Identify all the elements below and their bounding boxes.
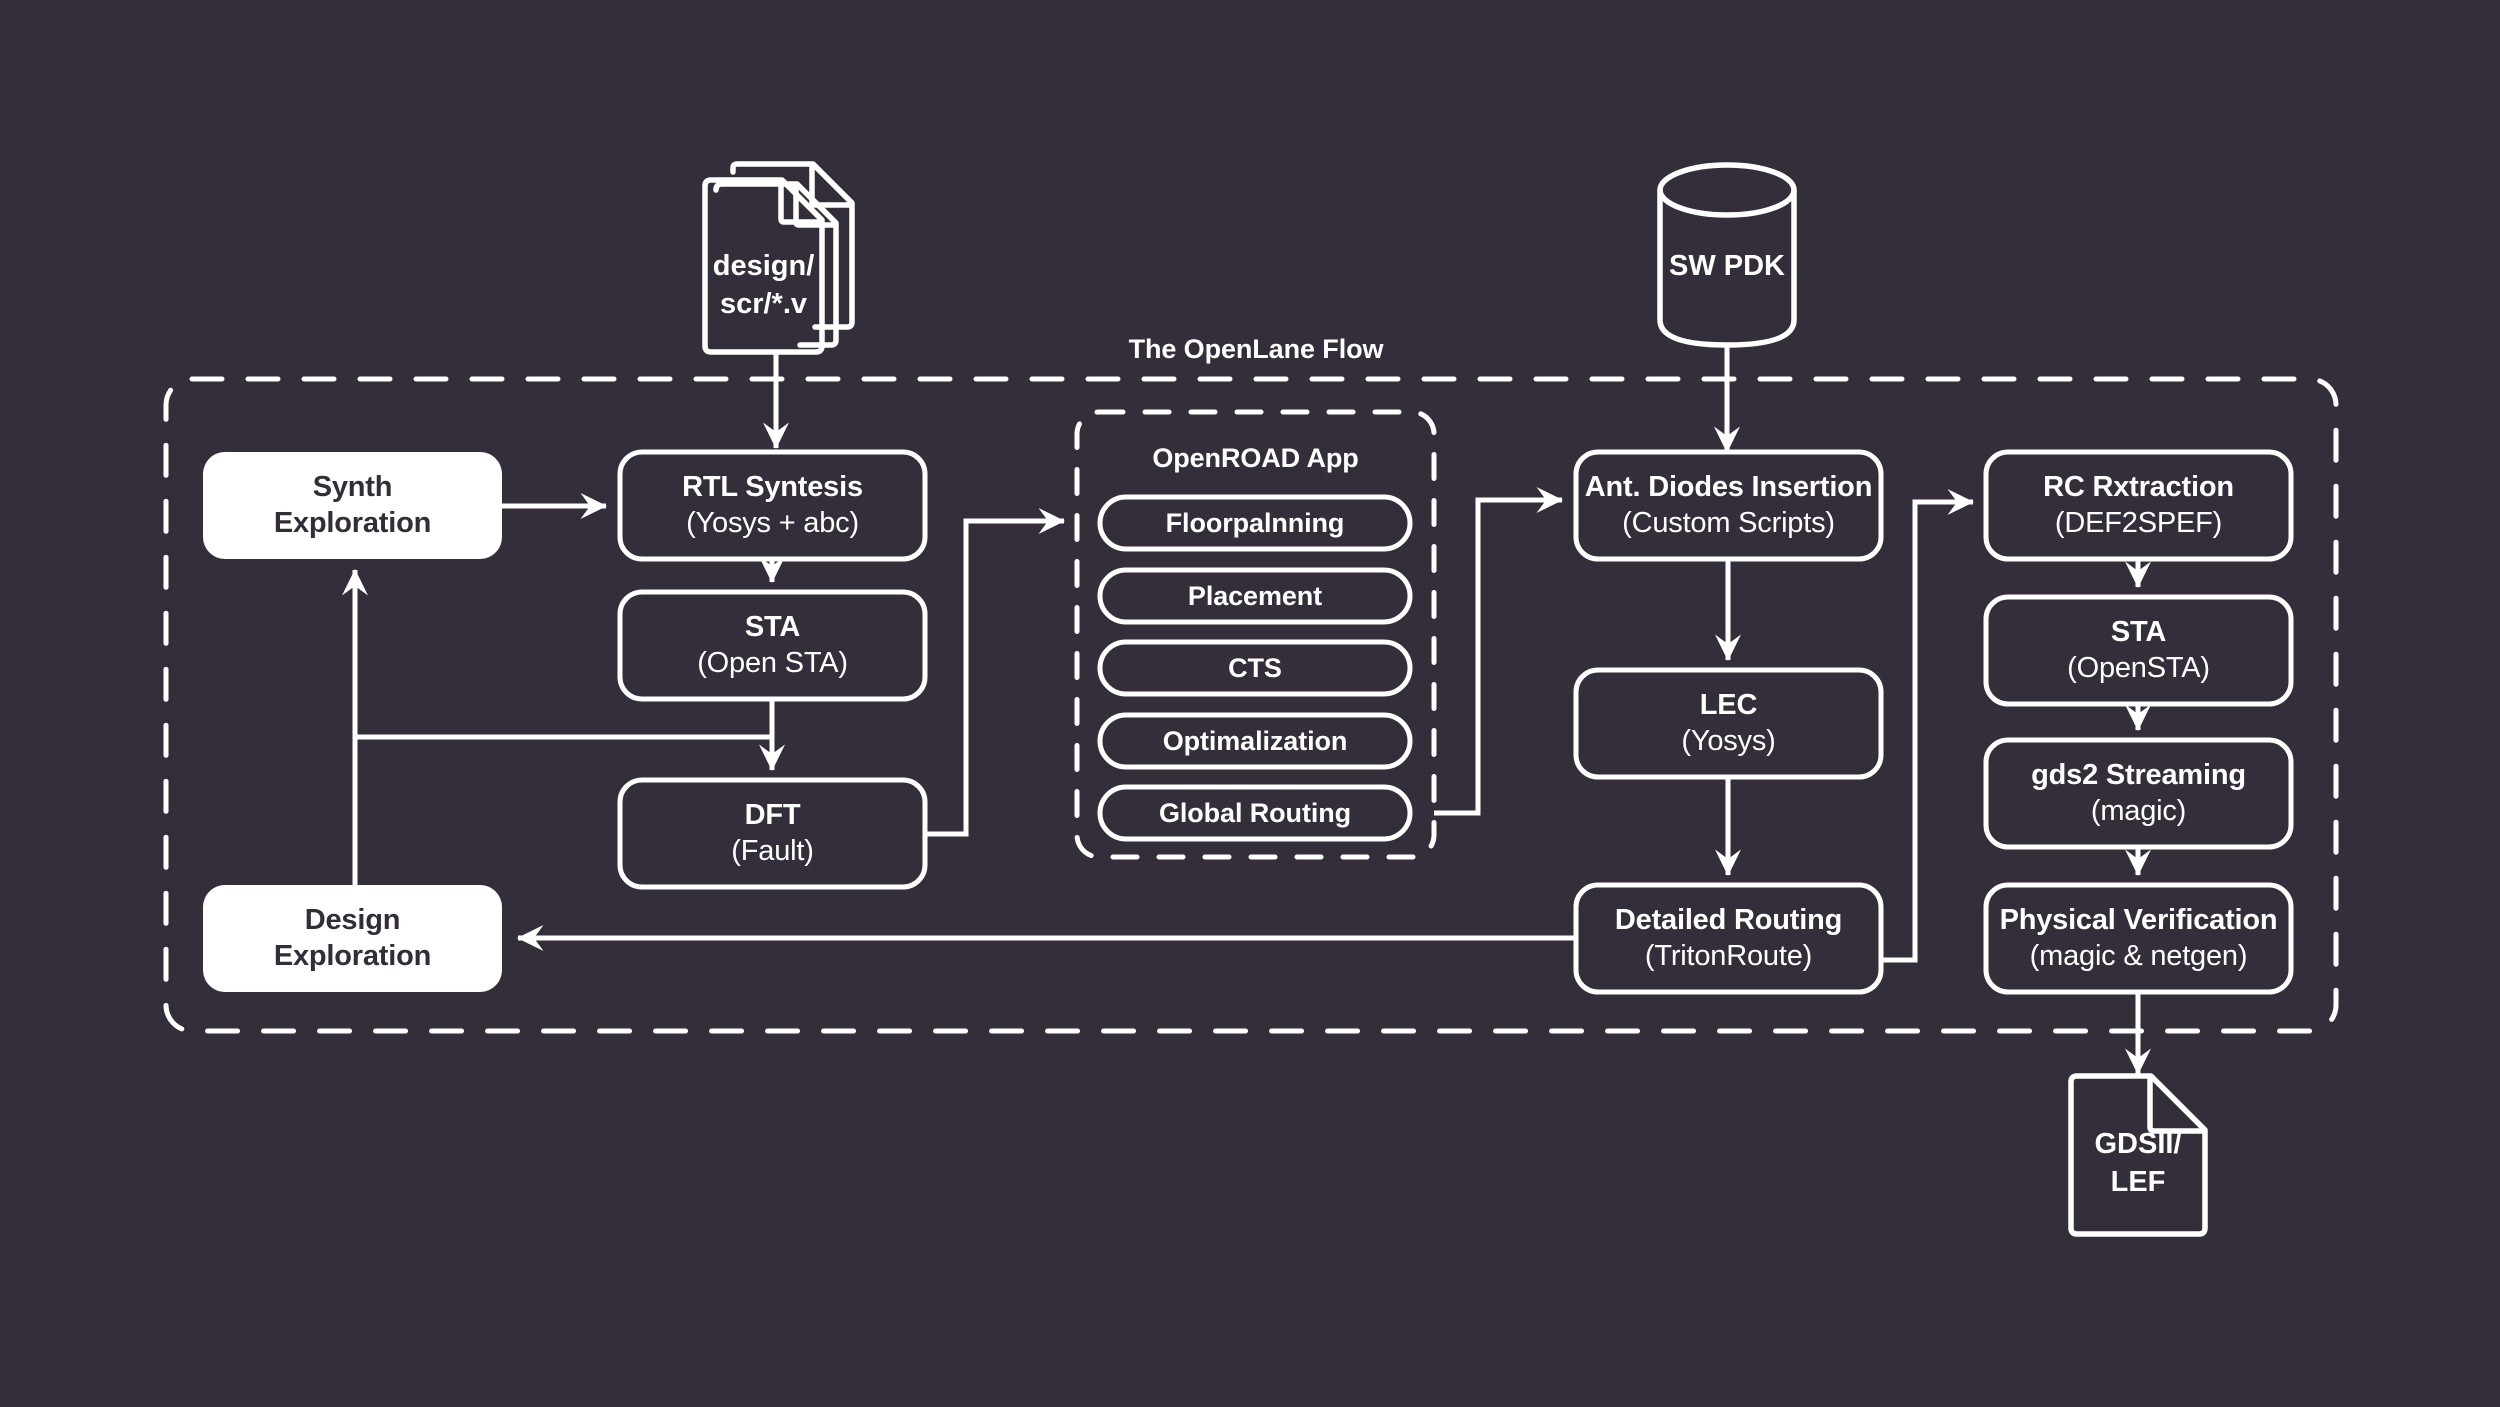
arrow-dft-to-openroad: [925, 508, 1065, 837]
openroad-app-title: OpenROAD App: [1152, 443, 1359, 473]
design-files-icon: [702, 161, 855, 355]
gds-output-label: GDSII/ LEF: [2071, 1126, 2205, 1201]
arrow-feedback-to-synth-exploration: [342, 569, 772, 740]
detailed-routing-box[interactable]: [1573, 882, 1884, 995]
gds-output-label-line2: LEF: [2110, 1165, 2166, 1198]
gds2-streaming-box[interactable]: [1983, 737, 2294, 850]
sta-signoff-box[interactable]: [1983, 594, 2294, 707]
placement-pill[interactable]: [1097, 567, 1413, 625]
design-files-label: design/ scr/*.v: [705, 248, 822, 323]
ant-diodes-insertion-box[interactable]: [1573, 449, 1884, 562]
gds-output-icon: [2068, 1073, 2208, 1237]
rc-extraction-box[interactable]: [1983, 449, 2294, 562]
design-files-label-line2: scr/*.v: [719, 287, 808, 320]
design-files-label-line1: design/: [712, 250, 815, 282]
synth-exploration-box[interactable]: [203, 452, 502, 559]
flow-title: The OpenLane Flow: [1128, 334, 1384, 364]
openroad-app-boundary: [1074, 409, 1437, 860]
arrow-detailed-routing-to-rc: [1881, 489, 1974, 963]
gds-output-label-line1: GDSII/: [2094, 1128, 2182, 1160]
pdk-label: SW PDK: [1669, 250, 1785, 282]
optimization-pill[interactable]: [1097, 712, 1413, 770]
floorplanning-pill[interactable]: [1097, 494, 1413, 552]
dft-box[interactable]: [617, 777, 928, 890]
cts-pill[interactable]: [1097, 639, 1413, 697]
arrow-openroad-to-antdiodes: [1434, 487, 1563, 816]
global-routing-pill[interactable]: [1097, 784, 1413, 842]
sta-synth-box[interactable]: [617, 589, 928, 702]
lec-box[interactable]: [1573, 667, 1884, 780]
design-exploration-box[interactable]: [203, 885, 502, 992]
physical-verification-box[interactable]: [1983, 882, 2294, 995]
rtl-synthesis-box[interactable]: [617, 449, 928, 562]
